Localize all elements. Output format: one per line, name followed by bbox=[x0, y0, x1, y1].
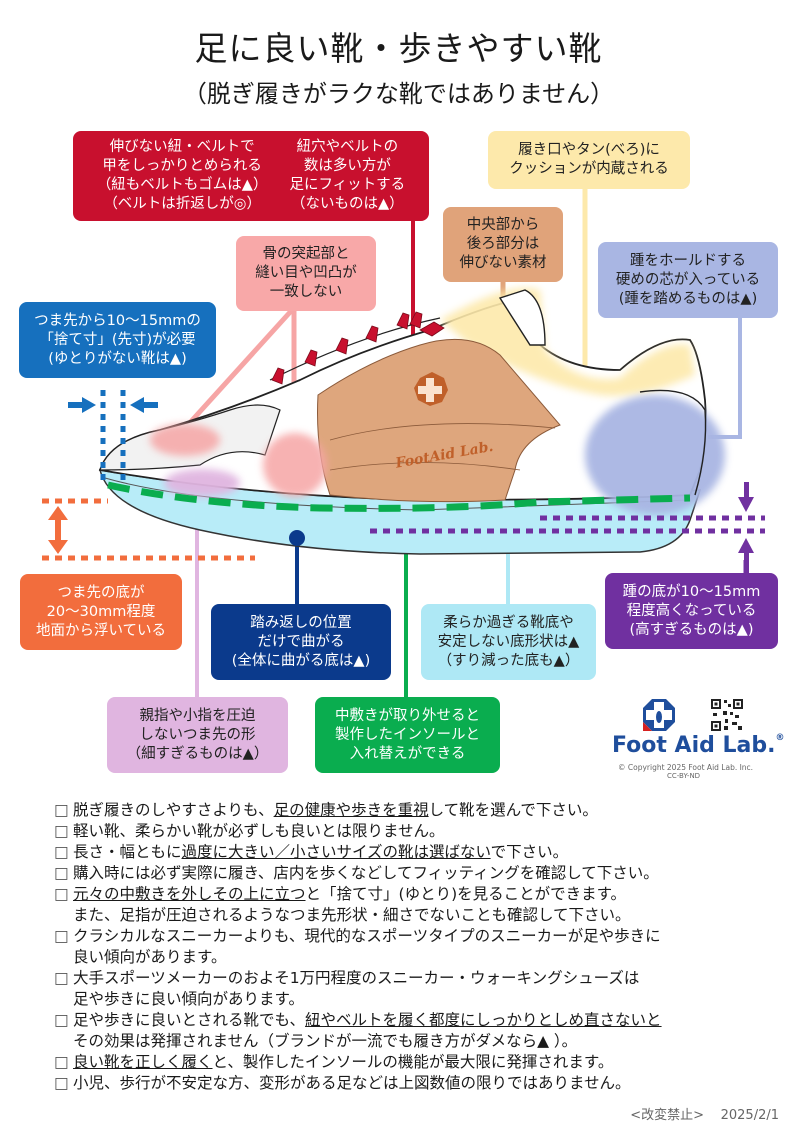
checklist-item-continuation: その効果は発揮されません（ブランドが一流でも履き方がダメなら▲ ）。 bbox=[73, 1032, 578, 1050]
checklist-item-continuation: また、足指が圧迫されるようなつま先形状・細さでないことも確認して下さい。 bbox=[73, 906, 631, 924]
connector-bone-a bbox=[184, 308, 294, 429]
toe-allowance-marker bbox=[68, 390, 158, 480]
checklist-item-text: 元々の中敷きを外しその上に立つと「捨て寸」(ゆとり)を見ることができます。 bbox=[73, 884, 626, 905]
text-segment: 軽い靴、柔らかい靴が必ずしも良いとは限りません。 bbox=[73, 822, 445, 840]
emphasized-text: 足の健康や歩きを重視 bbox=[273, 801, 429, 819]
text-segment: 足や歩きに良いとされる靴でも、 bbox=[73, 1011, 306, 1029]
checklist-item-continuation: 良い傾向があります。 bbox=[73, 948, 227, 966]
checklist-item-text: クラシカルなスニーカーよりも、現代的なスポーツタイプのスニーカーが足や歩きに bbox=[73, 926, 661, 947]
text-segment: 大手スポーツメーカーのおよそ1万円程度のスニーカー・ウォーキングシューズは bbox=[73, 969, 640, 987]
footer-date: 2025/2/1 bbox=[720, 1108, 779, 1123]
panel-emblem-icon bbox=[414, 372, 448, 406]
checklist: □脱ぎ履きのしやすさよりも、足の健康や歩きを重視して靴を選んで下さい。□軽い靴、… bbox=[54, 800, 662, 1094]
checkbox-icon: □ bbox=[54, 864, 69, 882]
checkbox-icon: □ bbox=[54, 1053, 69, 1071]
shoe-tongue bbox=[498, 289, 546, 346]
checklist-item: □足や歩きに良いとされる靴でも、紐やベルトを履く都度にしっかりとしめ直さないと bbox=[54, 1010, 662, 1031]
callout-eyelets: 紐穴やベルトの 数は多い方が 足にフィットする （ないものは▲） bbox=[289, 139, 406, 212]
foot-aid-lab-logo: Foot Aid Lab.® © Copyright 2025 Foot Aid… bbox=[604, 695, 794, 785]
callout-sole-stability: 柔らか過ぎる靴底や 安定しない底形状は▲ （すり減った底も▲） bbox=[421, 604, 596, 680]
checklist-item-text: 脱ぎ履きのしやすさよりも、足の健康や歩きを重視して靴を選んで下さい。 bbox=[73, 800, 598, 821]
heel-height-marker bbox=[370, 482, 765, 575]
registered-mark: ® bbox=[775, 733, 785, 743]
text-segment: と「捨て寸」(ゆとり)を見ることができます。 bbox=[305, 885, 627, 903]
no-modification-notice: <改変禁止> bbox=[630, 1108, 705, 1123]
checkbox-icon: □ bbox=[54, 1074, 69, 1092]
flex-point-dot bbox=[289, 530, 305, 546]
connector-heel-counter bbox=[708, 318, 742, 439]
toe-box-area bbox=[164, 469, 240, 497]
callout-midback-material: 中央部から 後ろ部分は 伸びない素材 bbox=[443, 207, 563, 282]
logo-name: Foot Aid Lab. bbox=[612, 733, 776, 758]
bone-area-toe bbox=[150, 424, 220, 456]
checklist-item-text: 良い靴を正しく履くと、製作したインソールの機能が最大限に発揮されます。 bbox=[73, 1052, 613, 1073]
qr-code-icon bbox=[710, 698, 744, 732]
callout-toe-spring: つま先の底が 20～30mm程度 地面から浮いている bbox=[20, 574, 182, 650]
emphasized-text: 紐やベルトを履く都度にしっかりとしめ直さないと bbox=[305, 1011, 662, 1029]
collar-cushion bbox=[440, 288, 695, 396]
emphasized-text: 良い靴を正しく履く bbox=[73, 1053, 213, 1071]
arrow-right-icon bbox=[68, 397, 96, 413]
checklist-item-text: 小児、歩行が不安定な方、変形がある足などは上図数値の限りではありません。 bbox=[73, 1073, 631, 1094]
callout-heel-counter: 踵をホールドする 硬めの芯が入っている (踵を踏めるものは▲) bbox=[598, 242, 778, 318]
checklist-item: □大手スポーツメーカーのおよそ1万円程度のスニーカー・ウォーキングシューズは bbox=[54, 968, 662, 989]
text-segment: 小児、歩行が不安定な方、変形がある足などは上図数値の限りではありません。 bbox=[73, 1074, 631, 1092]
checklist-item-text: 足や歩きに良いとされる靴でも、紐やベルトを履く都度にしっかりとしめ直さないと bbox=[73, 1010, 662, 1031]
checklist-item-text: 長さ・幅ともに過度に大きい／小さいサイズの靴は選ばないで下さい。 bbox=[73, 842, 568, 863]
checklist-item-text: 大手スポーツメーカーのおよそ1万円程度のスニーカー・ウォーキングシューズは bbox=[73, 968, 639, 989]
midfoot-panel bbox=[317, 338, 561, 503]
text-segment: 脱ぎ履きのしやすさよりも、 bbox=[73, 801, 274, 819]
callout-laces-eyelets: 伸びない紐・ベルトで 甲をしっかりとめられる （紐もベルトもゴムは▲） （ベルト… bbox=[73, 131, 429, 221]
heel-counter-area bbox=[585, 395, 725, 515]
checklist-item: □小児、歩行が不安定な方、変形がある足などは上図数値の限りではありません。 bbox=[54, 1073, 662, 1094]
double-arrow-icon bbox=[48, 506, 68, 554]
toe-spring-marker bbox=[42, 498, 255, 561]
bone-area-side bbox=[263, 433, 327, 497]
checklist-item: □脱ぎ履きのしやすさよりも、足の健康や歩きを重視して靴を選んで下さい。 bbox=[54, 800, 662, 821]
shoe-diagram: FootAid Lab. bbox=[42, 188, 765, 700]
callout-toe-allowance: つま先から10～15mmの 「捨て寸」(先寸)が必要 (ゆとりがない靴は▲) bbox=[19, 302, 216, 378]
page-subtitle: （脱ぎ履きがラクな靴ではありません） bbox=[182, 80, 615, 108]
checkbox-icon: □ bbox=[54, 927, 69, 945]
callout-laces-belt: 伸びない紐・ベルトで 甲をしっかりとめられる （紐もベルトもゴムは▲） （ベルト… bbox=[96, 139, 268, 212]
page-title: 足に良い靴・歩きやすい靴 bbox=[194, 29, 603, 68]
callout-heel-height: 踵の底が10～15mm 程度高くなっている (高すぎるものは▲) bbox=[605, 573, 778, 649]
checklist-item-text: 購入時には必ず実際に履き、店内を歩くなどしてフィッティングを確認して下さい。 bbox=[73, 863, 659, 884]
callout-insole: 中敷きが取り外せると 製作したインソールと 入れ替えができる bbox=[315, 697, 500, 773]
checklist-item: □長さ・幅ともに過度に大きい／小さいサイズの靴は選ばないで下さい。 bbox=[54, 842, 662, 863]
emphasized-text: 元々の中敷きを外しその上に立つ bbox=[73, 885, 306, 903]
checklist-item: □クラシカルなスニーカーよりも、現代的なスポーツタイプのスニーカーが足や歩きに bbox=[54, 926, 662, 947]
checklist-item: □元々の中敷きを外しその上に立つと「捨て寸」(ゆとり)を見ることができます。 bbox=[54, 884, 662, 905]
footer: <改変禁止> 2025/2/1 bbox=[630, 1104, 779, 1123]
callout-flex-point: 踏み返しの位置 だけで曲がる (全体に曲がる底は▲) bbox=[211, 604, 391, 680]
checklist-item: □良い靴を正しく履くと、製作したインソールの機能が最大限に発揮されます。 bbox=[54, 1052, 662, 1073]
foot-cross-emblem-icon bbox=[643, 699, 675, 731]
text-segment: と、製作したインソールの機能が最大限に発揮されます。 bbox=[212, 1053, 614, 1071]
checklist-item: □軽い靴、柔らかい靴が必ずしも良いとは限りません。 bbox=[54, 821, 662, 842]
text-segment: して靴を選んで下さい。 bbox=[428, 801, 598, 819]
checkbox-icon: □ bbox=[54, 885, 69, 903]
text-segment: クラシカルなスニーカーよりも、現代的なスポーツタイプのスニーカーが足や歩きに bbox=[73, 927, 661, 945]
checkbox-icon: □ bbox=[54, 969, 69, 987]
checkbox-icon: □ bbox=[54, 843, 69, 861]
insole-line bbox=[107, 481, 691, 512]
checklist-item: □購入時には必ず実際に履き、店内を歩くなどしてフィッティングを確認して下さい。 bbox=[54, 863, 662, 884]
checklist-item-text: 軽い靴、柔らかい靴が必ずしも良いとは限りません。 bbox=[73, 821, 445, 842]
arrow-left-icon bbox=[130, 397, 158, 413]
checkbox-icon: □ bbox=[54, 801, 69, 819]
text-segment: で下さい。 bbox=[490, 843, 569, 861]
license-text: CC-BY-ND bbox=[667, 772, 701, 780]
lace-tips bbox=[271, 311, 445, 385]
emphasized-text: 過度に大きい／小さいサイズの靴は選ばない bbox=[181, 843, 491, 861]
arrow-down-icon bbox=[738, 482, 754, 512]
callout-toe-box: 親指や小指を圧迫 しないつま先の形 （細すぎるものは▲） bbox=[107, 697, 288, 773]
checkbox-icon: □ bbox=[54, 1011, 69, 1029]
text-segment: 購入時には必ず実際に履き、店内を歩くなどしてフィッティングを確認して下さい。 bbox=[73, 864, 659, 882]
copyright-text: © Copyright 2025 Foot Aid Lab. Inc. bbox=[618, 763, 754, 772]
text-segment: 長さ・幅ともに bbox=[73, 843, 182, 861]
callout-bone-seams: 骨の突起部と 縫い目や凹凸が 一致しない bbox=[236, 236, 376, 311]
callout-collar-tongue: 履き口やタン(べろ)に クッションが内蔵される bbox=[488, 131, 690, 189]
checkbox-icon: □ bbox=[54, 822, 69, 840]
checklist-item-continuation: 足や歩きに良い傾向があります。 bbox=[73, 990, 304, 1008]
